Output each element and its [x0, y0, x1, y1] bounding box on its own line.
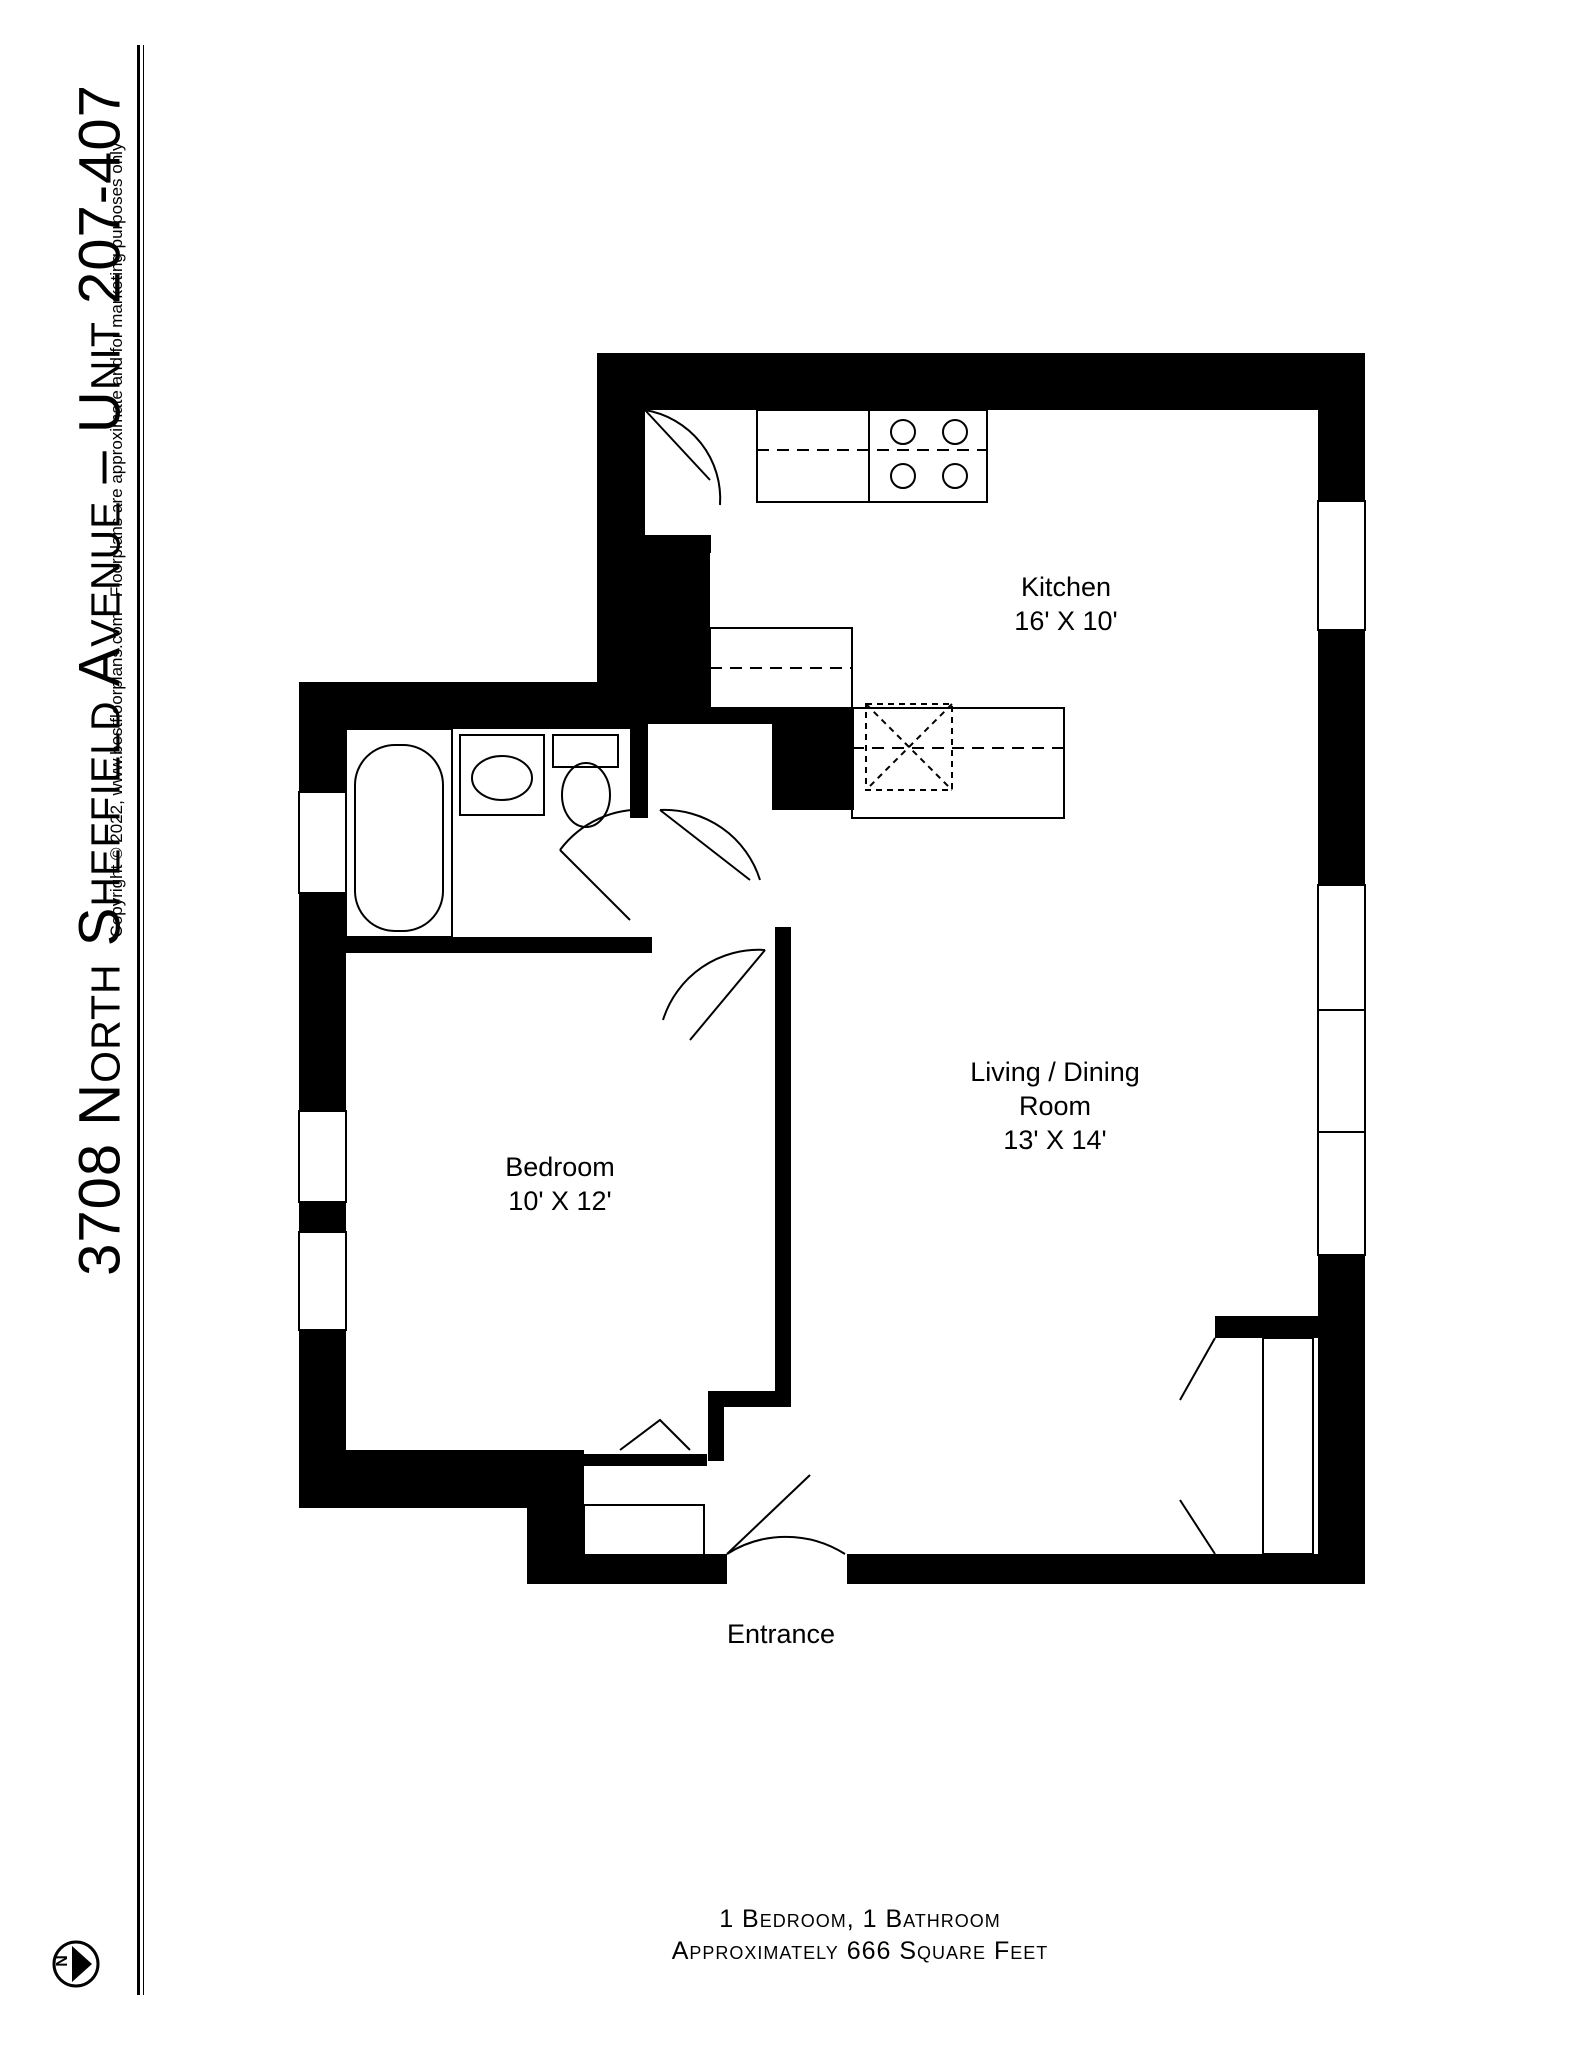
unit-summary-line1: 1 Bedroom, 1 Bathroom [719, 1905, 1001, 1933]
windows [298, 500, 1366, 1331]
bedroom-label: Bedroom 10' X 12' [505, 1150, 615, 1218]
living-name-line2: Room [1018, 1091, 1092, 1121]
unit-summary-line2: Approximately 666 Square Feet [671, 1937, 1049, 1965]
hvac-letter-c: C [662, 658, 682, 688]
door-swings [559, 409, 1216, 1555]
kitchen-fixtures [650, 409, 1065, 819]
kitchen-size: 16' X 10' [1014, 606, 1118, 636]
compass-letter: N [53, 1955, 71, 1967]
border-line-thick [137, 45, 140, 1995]
hvac-letter-a: A [663, 630, 681, 660]
hvac-unit: H V A C [652, 575, 692, 687]
kitchen-name: Kitchen [1020, 572, 1112, 602]
walls [299, 353, 1365, 1584]
bedroom-size: 10' X 12' [508, 1186, 612, 1216]
hvac-letter-v: V [663, 602, 681, 632]
living-name-line1: Living / Dining [970, 1057, 1140, 1087]
compass-rose [52, 1940, 100, 1988]
living-label: Living / Dining Room 13' X 14' [970, 1055, 1140, 1157]
kitchen-label: Kitchen 16' X 10' [1014, 570, 1117, 638]
border-line-thin [143, 45, 144, 1995]
bath-fixtures [345, 728, 1314, 1556]
bedroom-name: Bedroom [505, 1152, 615, 1182]
entrance-label: Entrance [726, 1619, 836, 1649]
hvac-letter-h: H [662, 574, 682, 604]
living-size: 13' X 14' [1003, 1125, 1107, 1155]
